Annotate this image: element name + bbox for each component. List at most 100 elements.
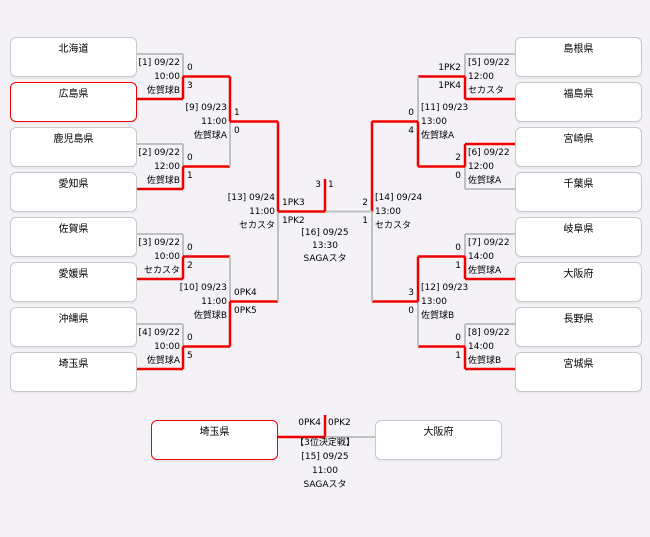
score-bottom: 0 [455, 170, 461, 181]
score-bottom: 1 [187, 170, 193, 181]
match-label: [12] 09/23 [421, 283, 469, 293]
team-box-right[interactable]: 大阪府 [515, 262, 642, 302]
team-name: 島根県 [563, 44, 594, 55]
team-box-left[interactable]: 広島県 [10, 82, 137, 122]
score-bottom: 3 [187, 80, 193, 91]
match-venue: 佐賀球A [421, 131, 455, 141]
score-top: 0 [187, 332, 193, 343]
team-name: 埼玉県 [199, 427, 230, 438]
match-label: [2] 09/22 [138, 148, 180, 158]
match-venue: 佐賀球A [468, 176, 502, 186]
score-top: 0 [455, 242, 461, 253]
score-top: 1 [234, 107, 240, 118]
team-box-left[interactable]: 愛媛県 [10, 262, 137, 302]
score-bottom: 0 [408, 305, 414, 316]
team-name: 宮崎県 [563, 134, 594, 145]
match-label: [8] 09/22 [468, 328, 510, 338]
match-venue: セカスタ [375, 221, 412, 231]
match-time: 12:00 [154, 162, 180, 172]
match-time: 13:00 [421, 117, 447, 127]
team-box-right[interactable]: 長野県 [515, 307, 642, 347]
team-box-left[interactable]: 北海道 [10, 37, 137, 77]
match-venue: 佐賀球B [193, 311, 227, 321]
team-name: 佐賀県 [58, 224, 89, 235]
match-time: 14:00 [468, 342, 494, 352]
score-bottom: 2 [187, 260, 193, 271]
team-name: 大阪府 [423, 427, 454, 438]
team-box-right[interactable]: 岐阜県 [515, 217, 642, 257]
match-time: 10:00 [154, 252, 180, 262]
team-name: 広島県 [58, 89, 89, 100]
match-time: 11:00 [249, 207, 275, 217]
team-box-left[interactable]: 佐賀県 [10, 217, 137, 257]
third-score-right: 0PK2 [328, 417, 351, 428]
score-top: 1PK3 [282, 197, 305, 208]
third-place-team-right[interactable]: 大阪府 [375, 420, 502, 460]
team-box-right[interactable]: 宮城県 [515, 352, 642, 392]
team-name: 長野県 [563, 314, 594, 325]
match-time: 12:00 [468, 72, 494, 82]
team-box-left[interactable]: 埼玉県 [10, 352, 137, 392]
team-name: 愛知県 [58, 179, 89, 190]
third-place-venue: SAGAスタ [303, 479, 347, 490]
match-time: 11:00 [201, 117, 227, 127]
match-venue: セカスタ [238, 221, 275, 231]
team-box-left[interactable]: 鹿児島県 [10, 127, 137, 167]
match-venue: セカスタ [468, 86, 505, 96]
score-bottom: 1PK2 [282, 215, 305, 226]
final-venue: SAGAスタ [303, 253, 347, 264]
score-bottom: 1PK4 [438, 80, 461, 91]
team-box-left[interactable]: 沖縄県 [10, 307, 137, 347]
match-venue: 佐賀球B [421, 311, 455, 321]
match-time: 12:00 [468, 162, 494, 172]
team-name: 宮城県 [563, 359, 594, 370]
final-label: [16] 09/25 [301, 227, 349, 238]
match-label: [14] 09/24 [375, 193, 423, 203]
third-place-title: 【3位決定戦】 [295, 437, 355, 448]
match-label: [4] 09/22 [138, 328, 180, 338]
team-box-right[interactable]: 宮崎県 [515, 127, 642, 167]
final-time: 13:30 [312, 240, 338, 251]
score-top: 2 [362, 197, 368, 208]
third-place-label: [15] 09/25 [301, 451, 349, 462]
score-top: 0 [408, 107, 414, 118]
score-bottom: 1 [455, 350, 461, 361]
team-name: 沖縄県 [58, 314, 89, 325]
match-venue: 佐賀球A [468, 266, 502, 276]
score-top: 0PK4 [234, 287, 257, 298]
match-label: [3] 09/22 [138, 238, 180, 248]
match-time: 13:00 [375, 207, 401, 217]
score-bottom: 1 [455, 260, 461, 271]
match-time: 11:00 [201, 297, 227, 307]
match-label: [11] 09/23 [421, 103, 469, 113]
match-venue: セカスタ [143, 266, 180, 276]
match-venue: 佐賀球B [468, 356, 502, 366]
third-place-team-left[interactable]: 埼玉県 [151, 420, 278, 460]
score-bottom: 1 [362, 215, 368, 226]
team-name: 福島県 [563, 89, 594, 100]
team-name: 岐阜県 [563, 224, 594, 235]
match-label: [7] 09/22 [468, 238, 510, 248]
team-name: 千葉県 [563, 179, 594, 190]
match-label: [6] 09/22 [468, 148, 510, 158]
score-bottom: 5 [187, 350, 193, 361]
match-venue: 佐賀球B [146, 176, 180, 186]
score-top: 1PK2 [438, 62, 461, 73]
match-time: 14:00 [468, 252, 494, 262]
match-label: [5] 09/22 [468, 58, 510, 68]
score-bottom: 0 [234, 125, 240, 136]
team-name: 埼玉県 [58, 359, 89, 370]
team-box-left[interactable]: 愛知県 [10, 172, 137, 212]
match-label: [13] 09/24 [227, 193, 275, 203]
score-top: 0 [187, 242, 193, 253]
score-top: 0 [187, 152, 193, 163]
score-top: 2 [455, 152, 461, 163]
team-box-right[interactable]: 千葉県 [515, 172, 642, 212]
team-box-right[interactable]: 島根県 [515, 37, 642, 77]
team-name: 愛媛県 [58, 269, 89, 280]
score-bottom: 0PK5 [234, 305, 257, 316]
match-venue: 佐賀球A [146, 356, 180, 366]
team-box-right[interactable]: 福島県 [515, 82, 642, 122]
team-name: 北海道 [58, 44, 89, 55]
